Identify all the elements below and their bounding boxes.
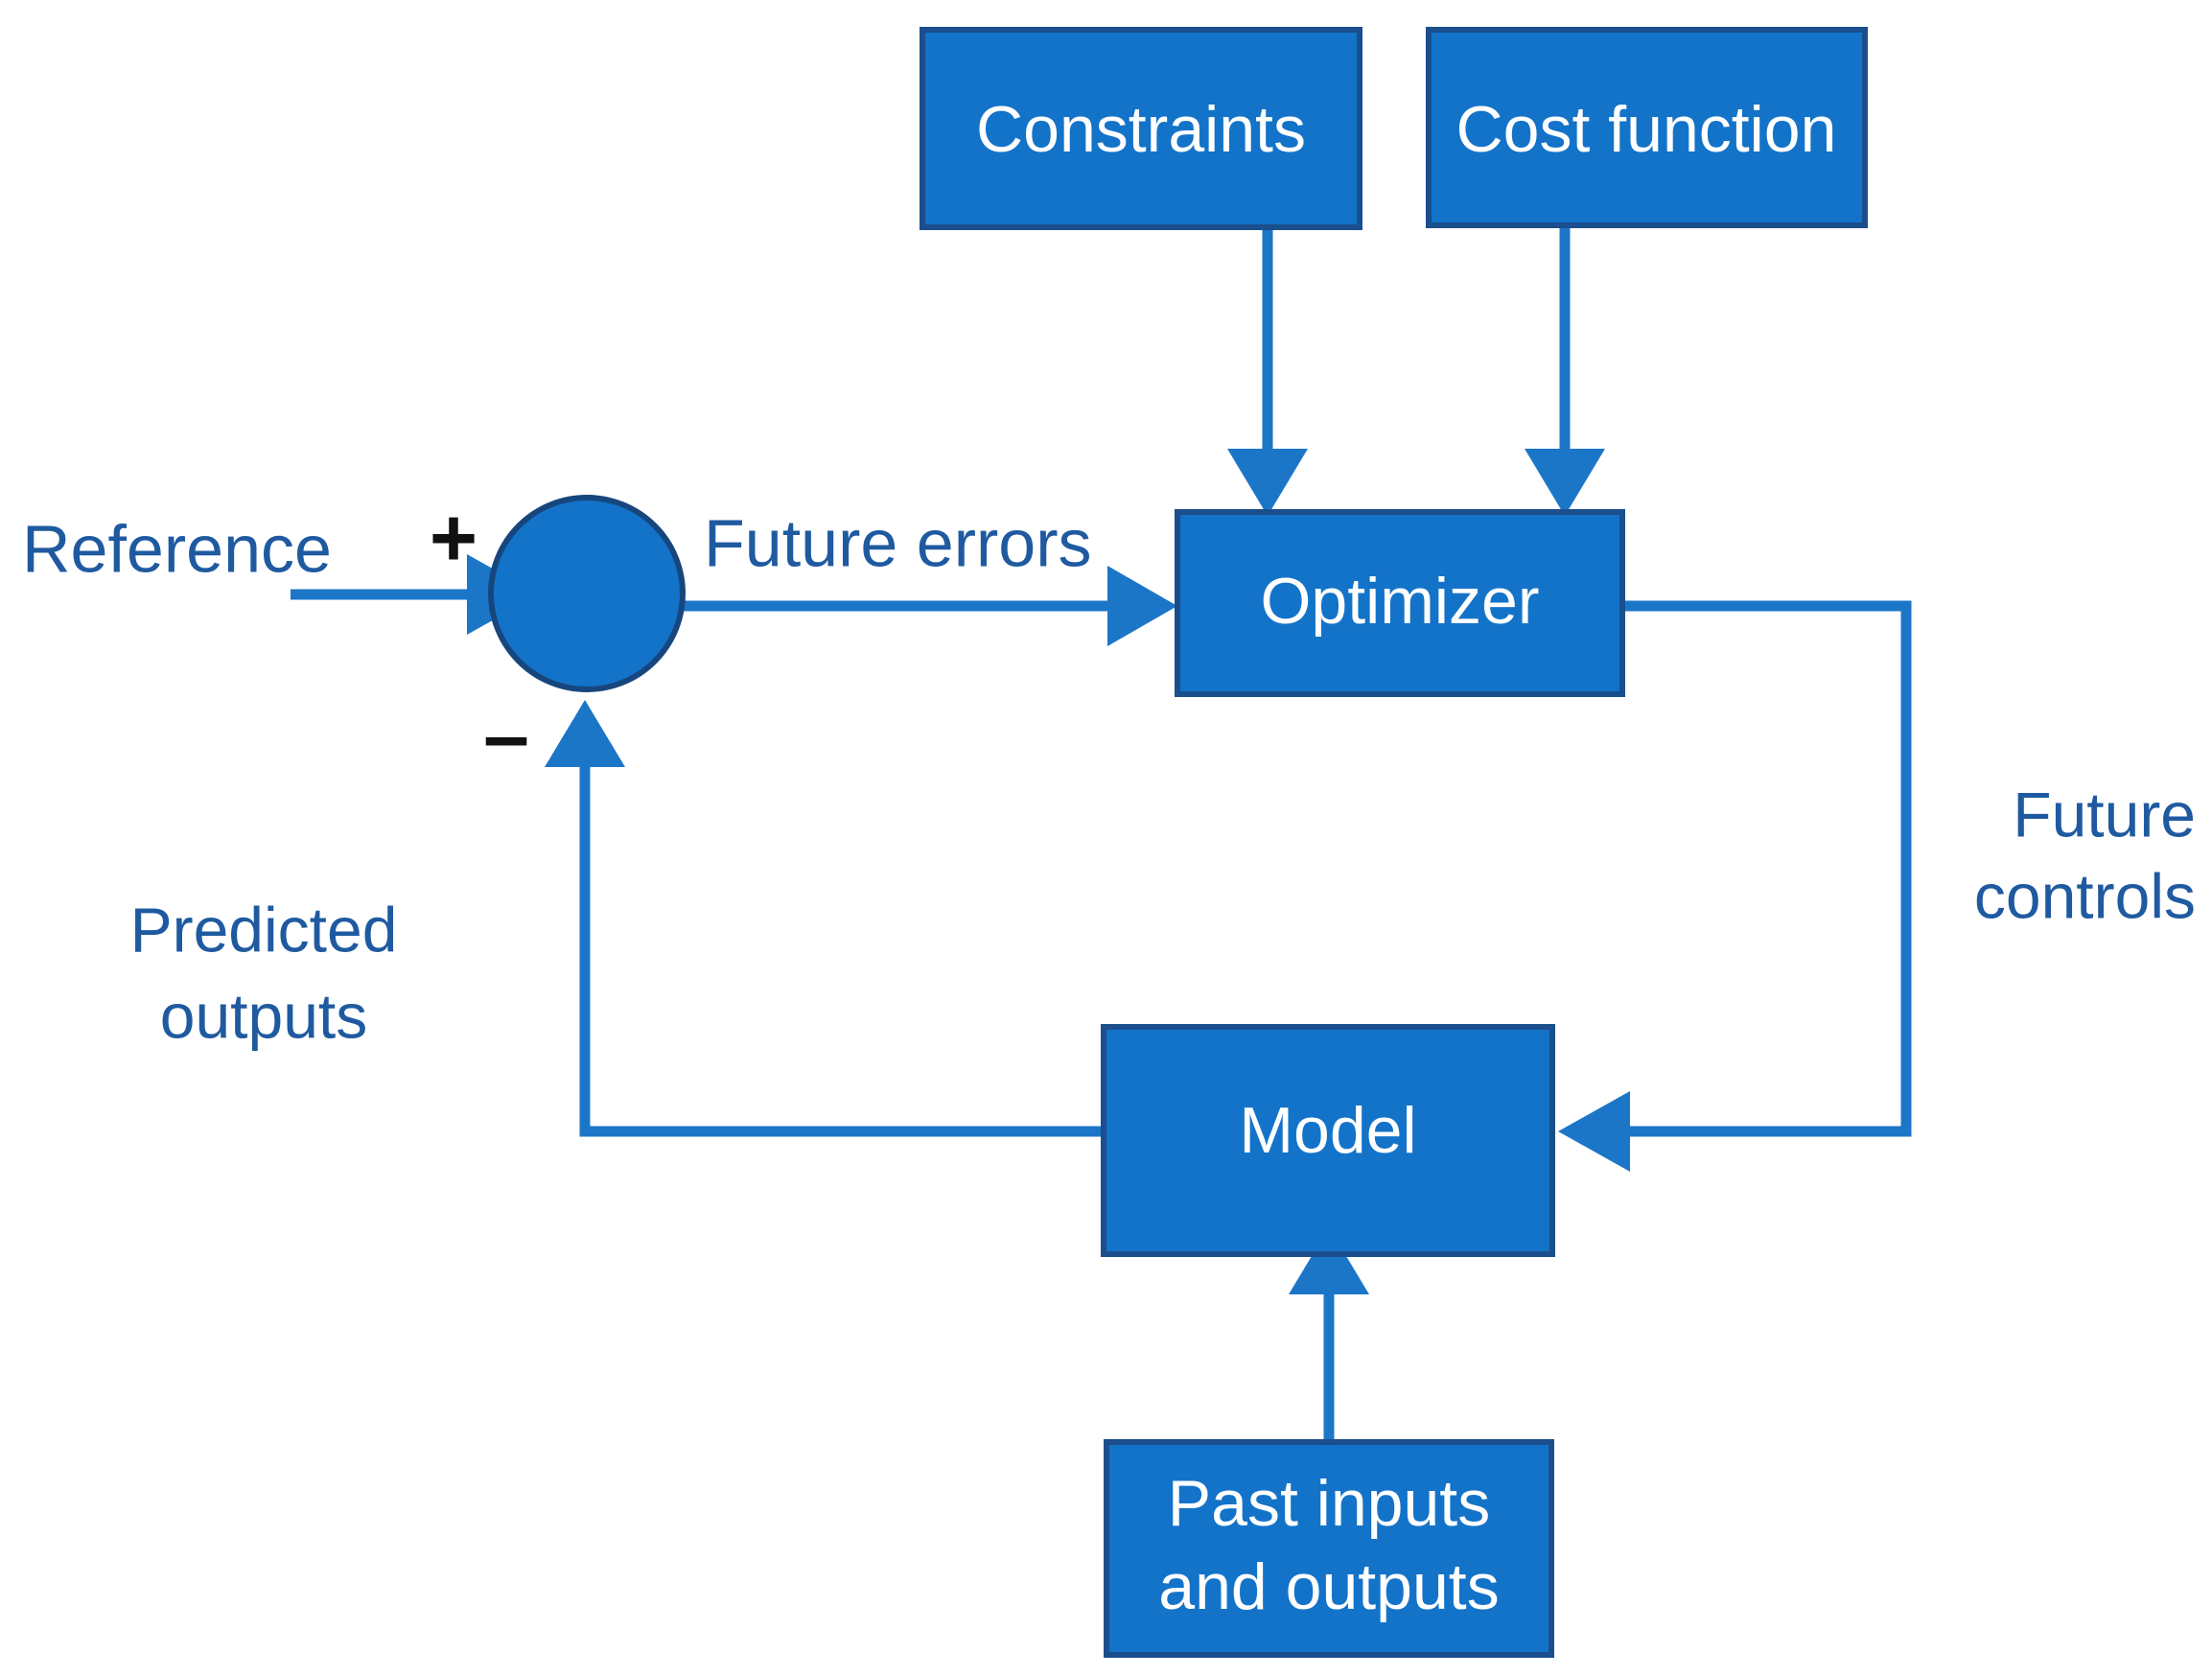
block-model-label: Model [1239, 1094, 1416, 1167]
wire-model-to-sum [545, 700, 1104, 1137]
block-past-inputs-label-line1: Past inputs [1168, 1467, 1490, 1540]
label-reference: Reference [22, 511, 332, 586]
label-predicted-outputs-line1: Predicted [130, 894, 398, 965]
block-cost-function[interactable]: Cost function [1426, 27, 1868, 228]
block-optimizer[interactable]: Optimizer [1175, 509, 1625, 697]
block-cost-function-label: Cost function [1456, 93, 1837, 166]
label-future-errors: Future errors [704, 505, 1092, 580]
plus-sign: + [430, 493, 477, 585]
block-past-inputs-label-line2: and outputs [1158, 1550, 1499, 1623]
label-future-controls-line1: Future [2013, 779, 2196, 850]
summing-junction[interactable] [488, 495, 686, 692]
wire-past-io-to-model [1289, 1227, 1369, 1442]
block-optimizer-label: Optimizer [1261, 565, 1540, 638]
label-future-controls-line2: controls [1974, 860, 2196, 931]
label-predicted-outputs-line2: outputs [160, 980, 368, 1051]
wire-cost-function-to-optimizer [1525, 225, 1605, 516]
wire-constraints-to-optimizer [1227, 227, 1308, 516]
wire-optimizer-to-model [1558, 600, 1912, 1172]
block-constraints-label: Constraints [976, 93, 1306, 166]
block-model[interactable]: Model [1101, 1024, 1555, 1257]
wire-sum-to-optimizer [683, 566, 1177, 646]
block-past-inputs-and-outputs[interactable]: Past inputs and outputs [1104, 1439, 1554, 1658]
block-constraints[interactable]: Constraints [920, 27, 1362, 230]
minus-sign: – [483, 690, 529, 782]
